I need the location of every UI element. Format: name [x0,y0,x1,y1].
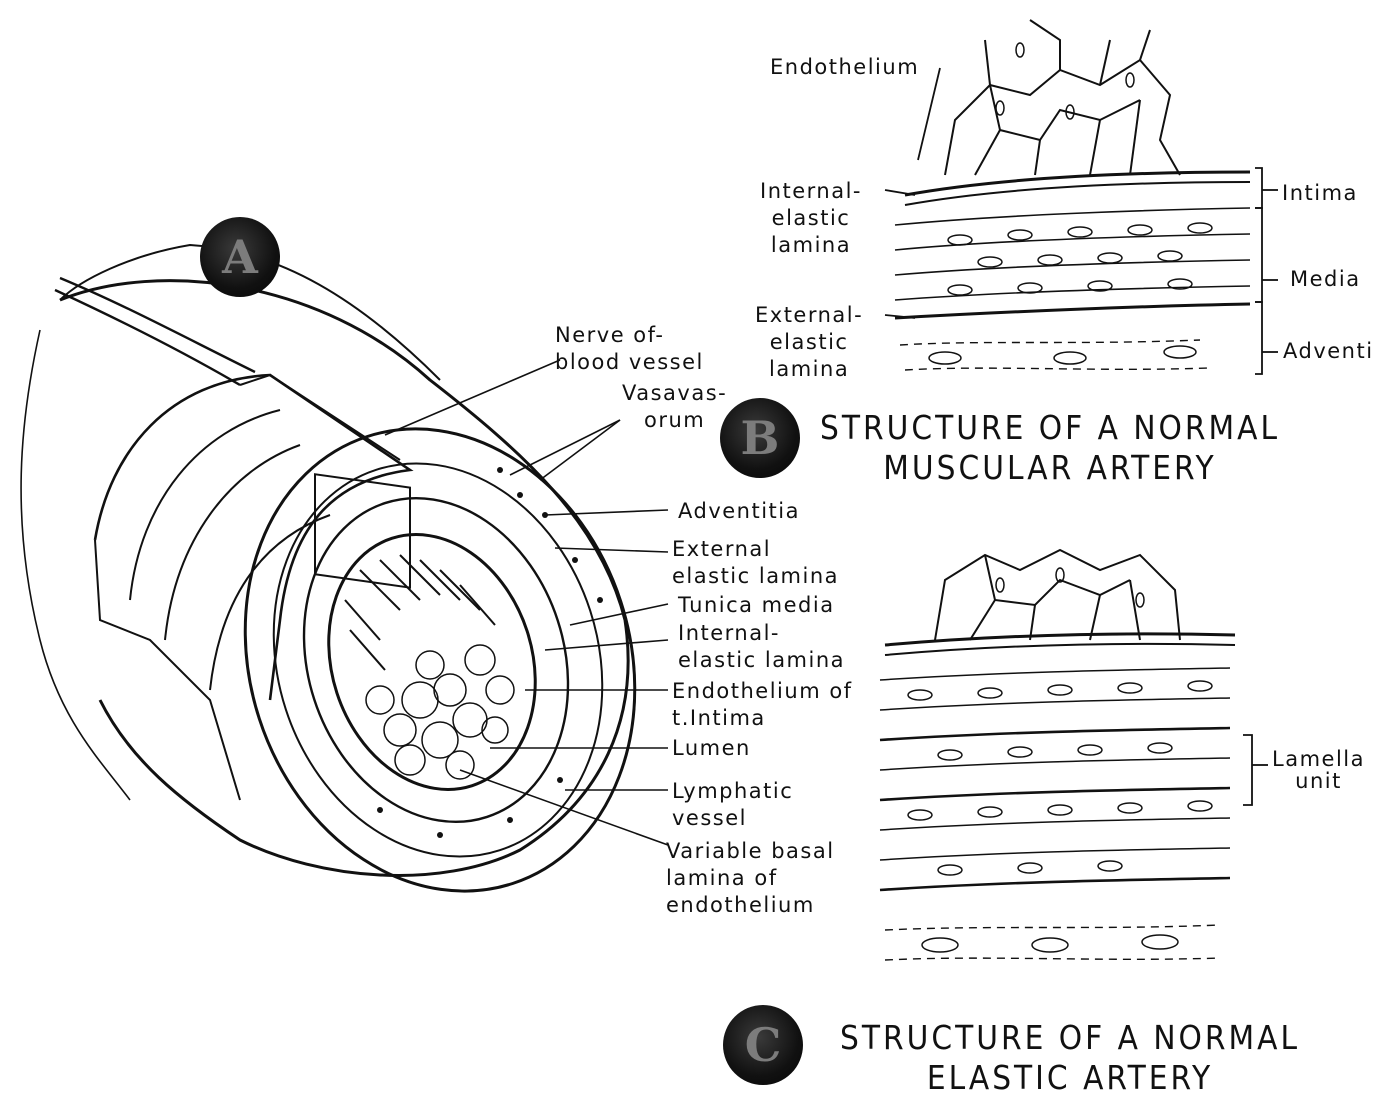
label-lymphatic-vessel: Lymphatic vessel [672,778,793,832]
elastic-artery-drawing [880,550,1235,960]
elastic-artery-nuclei [908,568,1212,952]
panel-c-badge: C [723,1005,803,1085]
label-external-elastic-lamina-b: External- elastic lamina [755,302,863,383]
label-adventitia-b: Adventi [1283,338,1374,365]
muscular-artery-nuclei [929,43,1212,364]
label-lamellar-unit: Lamella unit [1272,748,1365,792]
label-media: Media [1290,266,1361,293]
label-intima: Intima [1282,180,1358,207]
label-nerve-of-blood-vessel: Nerve of- blood vessel [555,322,704,376]
title-muscular-artery: STRUCTURE OF A NORMAL MUSCULAR ARTERY [800,408,1300,488]
lumen-shading [345,555,495,670]
label-adventitia: Adventitia [678,498,800,525]
label-endothelium-of-intima: Endothelium of t.Intima [672,678,853,732]
label-internal-elastic-lamina: Internal- elastic lamina [678,620,845,674]
elastic-artery-bracket [1243,735,1268,805]
label-internal-elastic-lamina-b: Internal- elastic lamina [760,178,862,259]
label-external-elastic-lamina: External elastic lamina [672,536,839,590]
label-lumen: Lumen [672,735,751,762]
muscular-artery-drawing [895,20,1250,370]
label-tunica-media: Tunica media [678,592,835,619]
label-variable-basal-lamina: Variable basal lamina of endothelium [666,838,835,919]
panel-a-badge: A [200,217,280,297]
panel-b-badge: B [720,398,800,478]
title-elastic-artery: STRUCTURE OF A NORMAL ELASTIC ARTERY [815,1018,1325,1098]
label-vasa-vasorum: Vasavas- orum [622,380,727,434]
label-endothelium: Endothelium [770,54,919,81]
lumen-endothelial-cells [366,645,514,779]
